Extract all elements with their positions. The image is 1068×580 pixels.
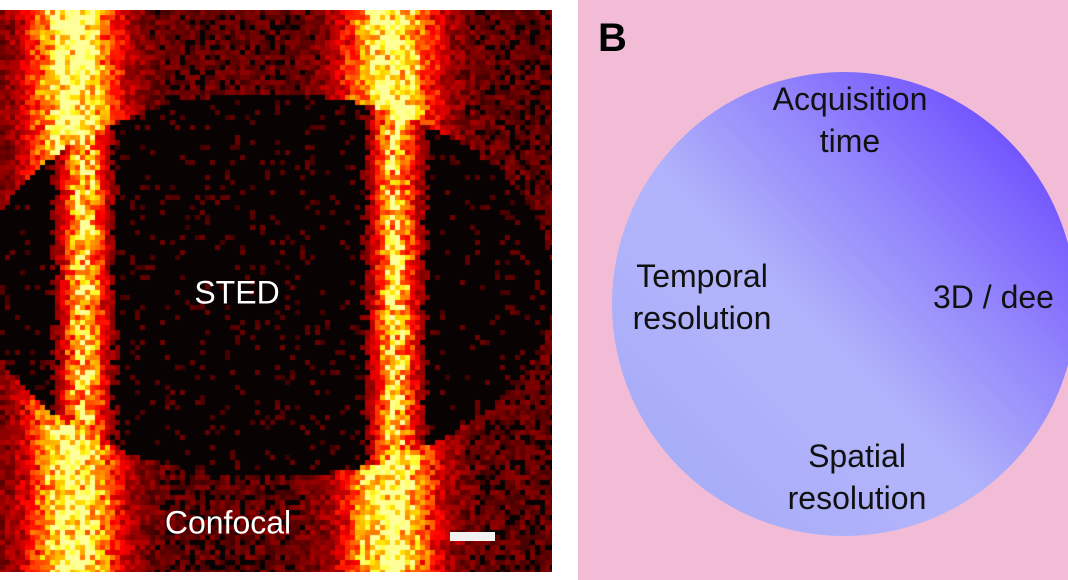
spatial-resolution-label: Spatial resolution — [788, 435, 927, 519]
scale-bar — [450, 532, 495, 541]
label-line: resolution — [632, 300, 772, 336]
label-line: Spatial — [808, 438, 906, 474]
tradeoff-circle — [612, 72, 1068, 536]
panel-label-b: B — [598, 16, 627, 60]
sted-label: STED — [194, 274, 280, 311]
confocal-label: Confocal — [164, 504, 292, 541]
label-line: Acquisition — [772, 81, 928, 117]
3d-depth-label: 3D / dee — [933, 279, 1054, 315]
label-line: Temporal — [636, 258, 768, 294]
microscopy-image-panel: STED Confocal — [0, 10, 552, 572]
label-line: resolution — [787, 480, 927, 516]
temporal-resolution-label: Temporal resolution — [633, 255, 772, 339]
sted-confocal-image — [0, 10, 552, 572]
tradeoff-diagram-panel: B Acquisition time Temporal resolution 3… — [578, 0, 1068, 580]
label-line: time — [819, 123, 881, 159]
acquisition-time-label: Acquisition time — [773, 78, 928, 162]
